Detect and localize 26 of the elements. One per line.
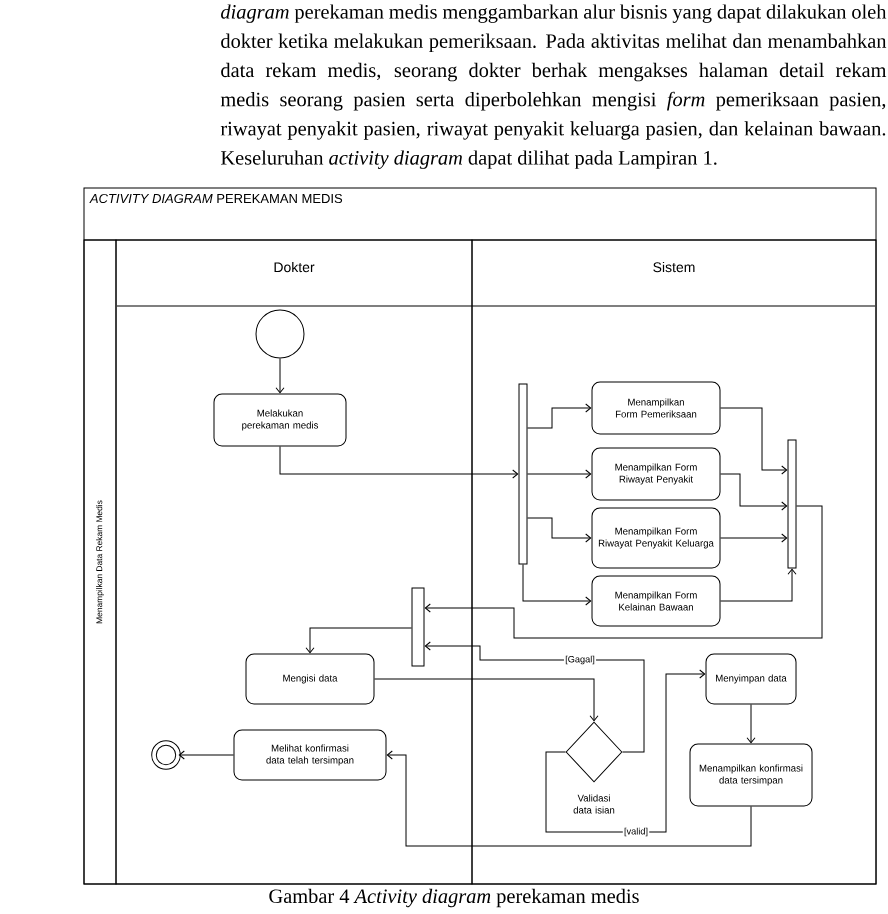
figure-caption: Gambar 4 Activity diagram perekaman medis (269, 888, 639, 908)
arrow (424, 641, 645, 753)
arrow (720, 407, 788, 475)
body-paragraph: diagram perekaman medis menggambarkan alur bisnis yang dapat dilakukan oleh dokter ketika melakukan pemeriksaan. Pada aktivitas melihat dan menambahkan data rekam medis, seorang dokter berhak mengakses halaman detail rekam medis seorang pasien serta diperbolehkan mengisi form pemeriksaan pasien, riwayat penyakit pasien, riwayat penyakit keluarga pasien, dan kelainan bawaan. Keseluruhan activity diagram dapat dilihat pada Lampiran 1. (220, 4, 887, 169)
arrow (374, 678, 599, 722)
arrow (527, 469, 592, 479)
arrow (305, 627, 412, 654)
sync-bar (518, 383, 528, 565)
decision-diamond (565, 721, 623, 783)
arrow (527, 517, 592, 543)
arrow (720, 473, 788, 511)
arrow (386, 750, 752, 847)
arrow (746, 704, 756, 744)
arrow (527, 403, 592, 429)
arrow (720, 568, 797, 602)
end-node (151, 740, 181, 770)
arrow (178, 750, 234, 760)
arrow (545, 669, 706, 833)
arrow (720, 533, 788, 543)
start-node (255, 309, 305, 359)
arrow (279, 446, 519, 479)
arrow (522, 564, 592, 606)
sync-bar (411, 587, 425, 667)
arrow (424, 505, 823, 639)
sync-bar (787, 439, 797, 569)
arrow (275, 358, 285, 394)
